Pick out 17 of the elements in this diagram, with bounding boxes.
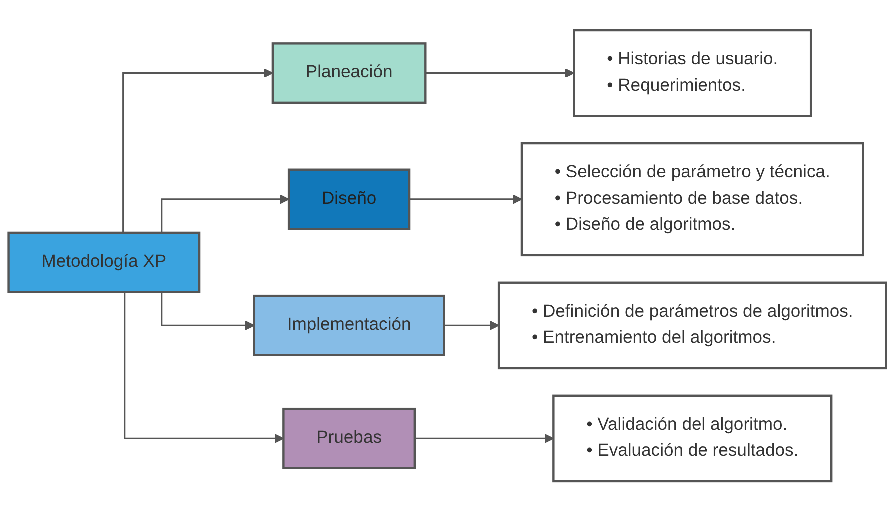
node-box: Metodología XP [8,232,201,294]
arrow [161,292,255,330]
arrow [124,292,284,444]
node-box: • Historias de usuario. • Requerimientos. [573,29,812,118]
node-box: Diseño [288,168,411,230]
node-box: Planeación [272,42,427,104]
arrow [414,434,554,444]
arrow [424,68,575,78]
node-box: • Validación del algoritmo. • Evaluación de resultados. [552,394,833,483]
node-box: Implementación [253,294,446,356]
node-box: Pruebas [282,408,416,470]
arrow [408,194,522,204]
node-box: • Selección de parámetro y técnica. • Procesamiento de base datos. • Diseño de algoritmos. [520,142,864,257]
arrow [161,194,290,233]
node-box: • Definición de parámetros de algoritmos. • Entrenamiento del algoritmos. [498,282,888,370]
arrow [122,68,274,233]
arrow [443,320,500,330]
